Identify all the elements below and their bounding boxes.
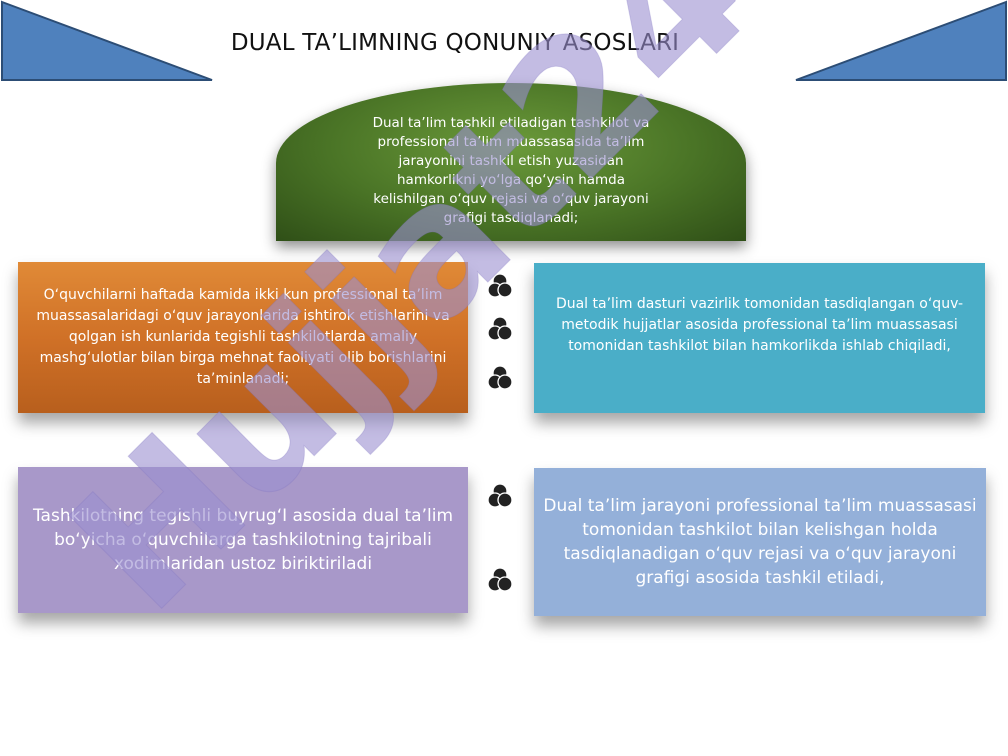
- orange-box-text: O‘quvchilarni haftada kamida ikki kun pr…: [36, 287, 450, 387]
- left-corner-shape: [1, 0, 213, 81]
- venn-icon: [487, 273, 513, 298]
- teal-box-text: Dual ta’lim dasturi vazirlik tomonidan t…: [555, 295, 964, 354]
- blue-box-text: Dual ta’lim jarayoni professional ta’lim…: [543, 496, 977, 588]
- venn-icon: [487, 316, 513, 341]
- dome-text: Dual ta’lim tashkil etiladigan tashkilot…: [372, 115, 650, 226]
- right-corner-shape: [795, 0, 1007, 81]
- purple-box: Tashkilotning tegishli buyrug‘I asosida …: [18, 467, 468, 613]
- orange-box: O‘quvchilarni haftada kamida ikki kun pr…: [18, 262, 468, 413]
- dome-text-shape: Dual ta’lim tashkil etiladigan tashkilot…: [276, 83, 746, 241]
- teal-box: Dual ta’lim dasturi vazirlik tomonidan t…: [534, 263, 985, 413]
- blue-box: Dual ta’lim jarayoni professional ta’lim…: [534, 468, 986, 616]
- venn-icon: [487, 483, 513, 508]
- page-title: DUAL TA’LIMNING QONUNIY ASOSLARI: [230, 30, 680, 56]
- venn-icon: [487, 567, 513, 592]
- purple-box-text: Tashkilotning tegishli buyrug‘I asosida …: [32, 506, 454, 574]
- venn-icon: [487, 365, 513, 390]
